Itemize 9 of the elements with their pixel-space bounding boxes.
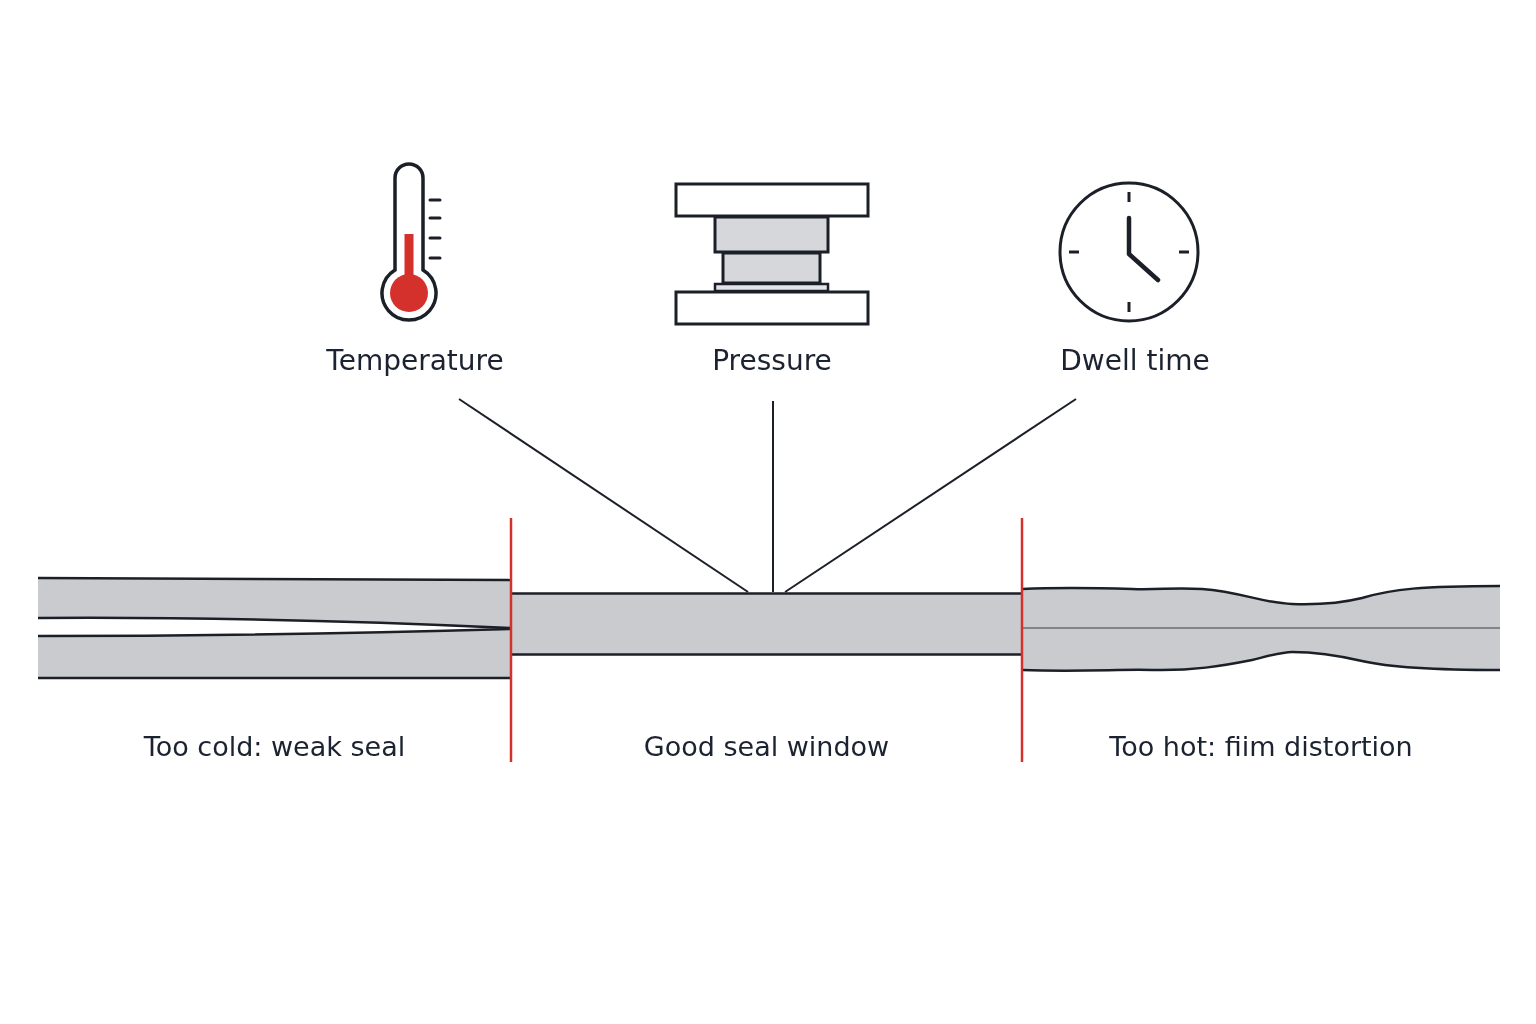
- parameter-label: Temperature: [326, 343, 504, 379]
- parameter-label: Pressure: [712, 343, 832, 379]
- leader-line: [458, 398, 750, 593]
- section-caption: Good seal window: [643, 730, 890, 764]
- parameter-label: Dwell time: [1060, 343, 1210, 379]
- leader-line: [784, 398, 1077, 593]
- section-caption: Too hot: fiim distortion: [1109, 730, 1413, 764]
- section-caption: Too cold: weak seal: [143, 730, 406, 764]
- leader-line: [772, 400, 774, 593]
